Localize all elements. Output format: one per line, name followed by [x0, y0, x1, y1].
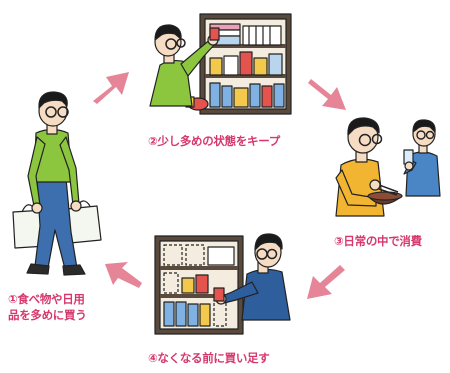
shopping-person-icon: [12, 91, 102, 276]
step1-label-line1: ①食べ物や日用: [8, 292, 85, 306]
step3-label-line1: ③日常の中で消費: [334, 234, 422, 248]
step2-label: ②少し多めの状態をキープ: [148, 133, 280, 149]
arrow-step3-to-step4: [307, 265, 345, 299]
eating-person-icon: [335, 117, 441, 217]
step4-label-line1: ④なくなる前に買い足す: [148, 351, 270, 365]
arrow-step1-to-step2: [93, 72, 129, 104]
step3-label: ③日常の中で消費: [334, 233, 422, 249]
step2-label-line1: ②少し多めの状態をキープ: [148, 134, 280, 148]
arrow-step4-to-step1: [105, 262, 142, 288]
step1-label-line2: 品を多めに買う: [8, 308, 87, 322]
step4-label: ④なくなる前に買い足す: [148, 350, 270, 366]
refill-shelf-icon: [154, 233, 291, 335]
step1-label: ①食べ物や日用 品を多めに買う: [8, 291, 87, 323]
full-shelf-icon: [149, 13, 292, 115]
arrow-step2-to-step3: [308, 79, 346, 110]
